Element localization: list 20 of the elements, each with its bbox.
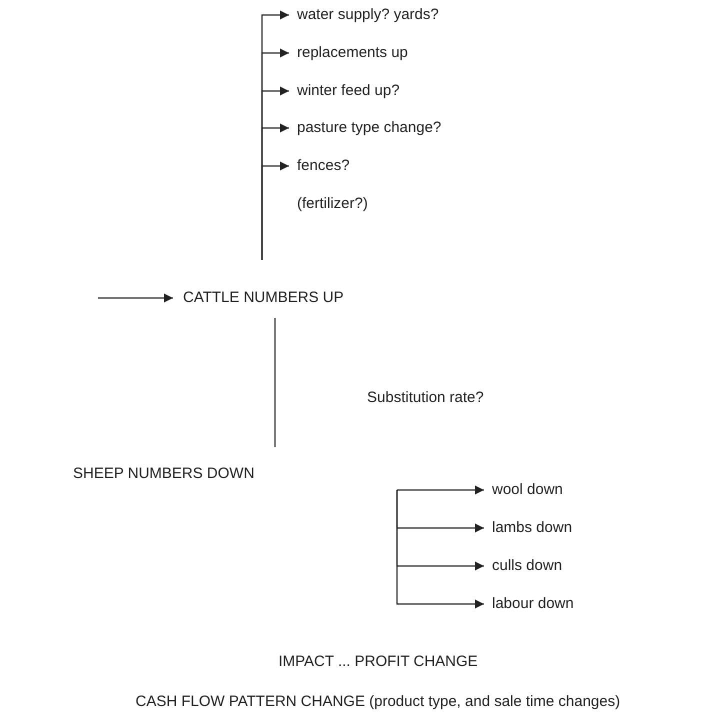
node-text: winter feed up?: [297, 82, 400, 100]
node-text: lambs down: [492, 519, 572, 537]
arrow: [396, 490, 484, 608]
heading: CASH FLOW PATTERN CHANGE (product type, and sale time changes): [136, 693, 620, 711]
node-text: replacements up: [297, 44, 408, 62]
arrow: [396, 486, 484, 494]
node-text: pasture type change?: [297, 119, 442, 137]
node-text: water supply? yards?: [297, 6, 439, 24]
arrow: [98, 294, 173, 302]
node-text: SHEEP NUMBERS DOWN: [73, 465, 254, 483]
node-text: wool down: [492, 481, 563, 499]
note: (fertilizer?): [297, 195, 368, 213]
connector-line: [274, 318, 276, 447]
arrow: [261, 162, 289, 260]
node-text: fences?: [297, 157, 350, 175]
heading: IMPACT ... PROFIT CHANGE: [278, 653, 478, 671]
node-text: culls down: [492, 557, 562, 575]
node-text: CATTLE NUMBERS UP: [183, 289, 344, 307]
node-text: labour down: [492, 595, 574, 613]
note: Substitution rate?: [367, 389, 484, 407]
